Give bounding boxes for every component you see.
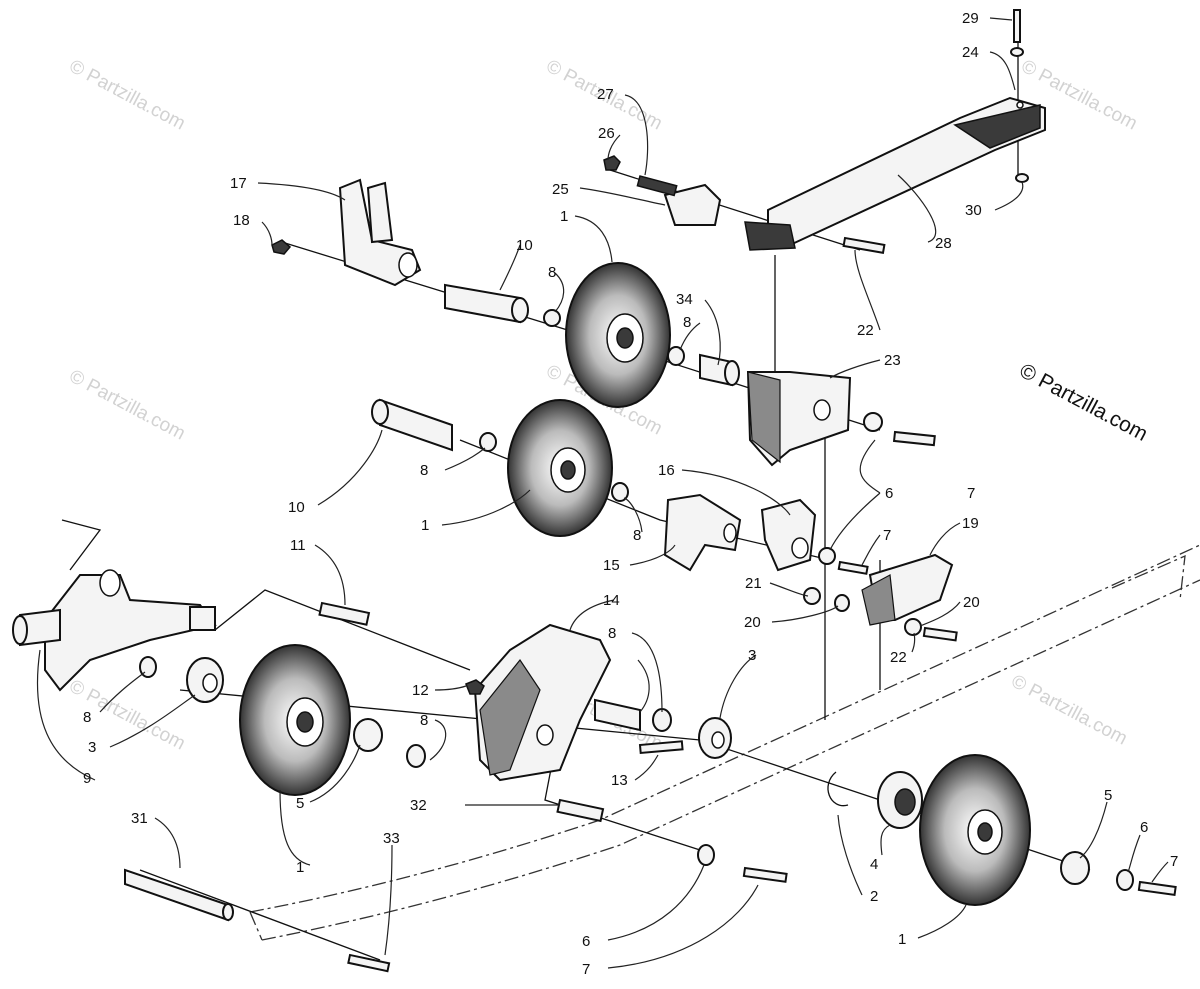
callout-31: 31 (131, 810, 148, 827)
callout-32: 32 (410, 797, 427, 814)
callout-8-lower-washer: 8 (420, 712, 428, 729)
callout-7-middle: 7 (883, 527, 891, 544)
callout-7-lower: 7 (582, 961, 590, 978)
lower-hardware (556, 798, 788, 883)
callout-24: 24 (962, 44, 979, 61)
callout-22-lower: 22 (890, 649, 907, 666)
spacer-34 (667, 346, 740, 387)
callout-8-bracket: 8 (608, 625, 616, 642)
callout-25: 25 (552, 181, 569, 198)
callout-14: 14 (603, 592, 620, 609)
spacer-10-top (444, 283, 561, 327)
callout-8-rocker: 8 (83, 709, 91, 726)
callout-1-lower-right: 1 (898, 931, 906, 948)
callout-6-upper: 6 (885, 485, 893, 502)
slide-rail (249, 544, 1200, 941)
rear-arm-assembly (744, 96, 1046, 251)
callout-13: 13 (611, 772, 628, 789)
callout-8-middle: 8 (420, 462, 428, 479)
block-19 (803, 553, 958, 642)
bracket-17 (271, 178, 422, 287)
callout-33: 33 (383, 830, 400, 847)
callout-8-spacer: 8 (683, 314, 691, 331)
callout-10-top: 10 (516, 237, 533, 254)
leader-lines (36, 17, 1169, 969)
callout-5-right: 5 (1104, 787, 1112, 804)
callout-15: 15 (603, 557, 620, 574)
callout-26: 26 (598, 125, 615, 142)
callout-7-right: 7 (1170, 853, 1178, 870)
callout-9: 9 (83, 770, 91, 787)
callout-10-middle: 10 (288, 499, 305, 516)
spacer-10-middle (371, 398, 497, 452)
callout-6-lower: 6 (582, 933, 590, 950)
copyright-credit: © Partzilla.com (1016, 359, 1152, 446)
axle-31 (124, 868, 391, 973)
idler-wheel-middle (507, 399, 629, 537)
watermark-text: © Partzilla.com (66, 56, 189, 135)
callout-19: 19 (962, 515, 979, 532)
bracket-23 (746, 371, 936, 467)
callout-16: 16 (658, 462, 675, 479)
callout-23: 23 (884, 352, 901, 369)
callout-34: 34 (676, 291, 693, 308)
callout-8-top: 8 (548, 264, 556, 281)
callout-1-lower-left: 1 (296, 859, 304, 876)
callout-11: 11 (290, 537, 306, 554)
callout-labels: 29 24 27 26 25 17 18 1 10 8 34 8 30 28 2… (83, 10, 1178, 978)
callout-3-right: 3 (748, 647, 756, 664)
callout-27: 27 (597, 86, 614, 103)
callout-2: 2 (870, 888, 878, 905)
callout-6-right: 6 (1140, 819, 1148, 836)
bolt-hardware-top (1010, 9, 1029, 183)
idler-wheel-top (565, 262, 671, 408)
callout-12: 12 (412, 682, 429, 699)
watermark-text: © Partzilla.com (66, 366, 189, 445)
lower-left-wheel-set (139, 644, 426, 796)
callout-17: 17 (230, 175, 247, 192)
callout-1-middle: 1 (421, 517, 429, 534)
callout-7-upper: 7 (967, 485, 975, 502)
lower-right-wheel-set (698, 717, 1177, 906)
callout-29: 29 (962, 10, 979, 27)
callout-3-left: 3 (88, 739, 96, 756)
callout-20-right: 20 (963, 594, 980, 611)
callout-20-left: 20 (744, 614, 761, 631)
callout-4: 4 (870, 856, 878, 873)
rocker-arm-9 (12, 569, 217, 692)
callout-18: 18 (233, 212, 250, 229)
callout-1-top: 1 (560, 208, 568, 225)
callout-5-left: 5 (296, 795, 304, 812)
callout-21: 21 (745, 575, 762, 592)
block-15-16 (663, 493, 869, 575)
watermark-text: © Partzilla.com (1008, 671, 1131, 750)
callout-28: 28 (935, 235, 952, 252)
link-hardware-top (603, 155, 886, 254)
callout-30: 30 (965, 202, 982, 219)
bracket-14 (465, 623, 684, 782)
spacer-11 (318, 601, 371, 626)
callout-8-wheel-middle: 8 (633, 527, 641, 544)
callout-22-top: 22 (857, 322, 874, 339)
